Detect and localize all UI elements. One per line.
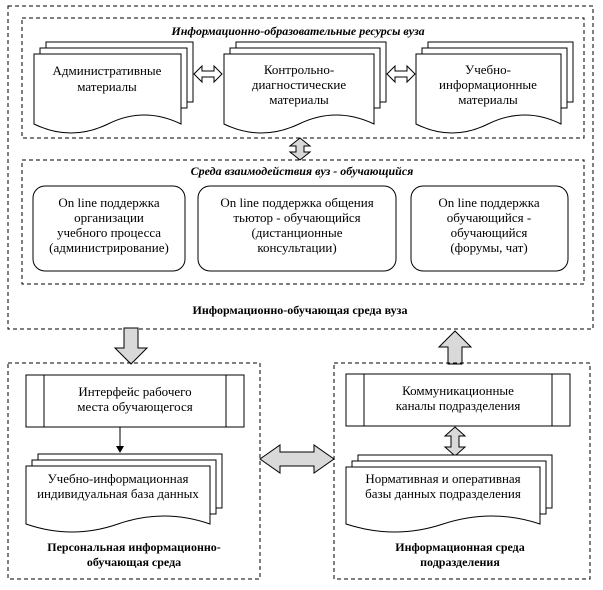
document-diagnostic-line-1: Контрольно- xyxy=(264,62,334,77)
department-database-document[interactable]: Нормативная и оперативная базы данных по… xyxy=(345,454,553,533)
university-environment-border xyxy=(7,5,594,330)
arrow-down-to-personal xyxy=(113,327,149,365)
box-peer-support-line-1: On line поддержка xyxy=(438,195,540,210)
box-tutor-support[interactable]: On line поддержка общения тьютор - обуча… xyxy=(197,185,397,272)
box-admin-support[interactable]: On line поддержка организации учебного п… xyxy=(32,185,186,272)
document-administrative[interactable]: Административные материалы xyxy=(33,41,194,134)
document-educational-line-1: Учебно- xyxy=(465,62,511,77)
personal-database-line-1: Учебно-информационная xyxy=(47,471,188,486)
resources-border xyxy=(21,17,585,139)
box-peer-support-line-2: обучающийся - xyxy=(447,210,531,225)
document-educational[interactable]: Учебно- информационные материалы xyxy=(415,41,574,134)
interaction-region: Среда взаимодействия вуз - обучающийся O… xyxy=(21,159,585,285)
double-arrow-personal-department xyxy=(259,444,335,474)
double-arrow-docs-1-2 xyxy=(193,64,223,84)
box-peer-support-line-3: обучающийся xyxy=(451,225,528,240)
personal-database-document[interactable]: Учебно-информационная индивидуальная баз… xyxy=(25,453,223,533)
box-peer-support-line-4: (форумы, чат) xyxy=(450,240,527,255)
box-tutor-support-line-4: консультации) xyxy=(257,240,336,255)
box-tutor-support-line-1: On line поддержка общения xyxy=(220,195,373,210)
department-database-line-1: Нормативная и оперативная xyxy=(365,471,520,486)
university-learning-environment: Информационно-обучающая среда вуза xyxy=(7,5,594,330)
document-diagnostic-line-3: материалы xyxy=(269,92,329,107)
double-arrow-docs-2-3 xyxy=(386,64,416,84)
document-educational-line-3: материалы xyxy=(458,92,518,107)
workplace-interface-line-1: Интерфейс рабочего xyxy=(78,384,191,399)
box-admin-support-line-1: On line поддержка xyxy=(58,195,160,210)
box-admin-support-line-4: (администрирование) xyxy=(49,240,169,255)
box-peer-support[interactable]: On line поддержка обучающийся - обучающи… xyxy=(410,185,569,272)
department-environment-title-line-1: Информационная среда xyxy=(395,540,525,554)
box-admin-support-line-3: учебного процесса xyxy=(57,225,161,240)
educational-resources-region: Информационно-образовательные ресурсы ву… xyxy=(21,17,585,139)
personal-environment-title-line-1: Персональная информационно- xyxy=(47,540,221,554)
department-environment: Коммуникационные каналы подразделения Но… xyxy=(333,362,591,580)
university-environment-title: Информационно-обучающая среда вуза xyxy=(192,303,407,317)
document-administrative-line-2: материалы xyxy=(77,79,137,94)
document-diagnostic[interactable]: Контрольно- диагностические материалы xyxy=(223,41,387,134)
document-diagnostic-line-2: диагностические xyxy=(252,77,347,92)
department-environment-title-line-2: подразделения xyxy=(420,555,500,569)
box-tutor-support-line-2: тьютор - обучающийся xyxy=(233,210,360,225)
personal-environment-title-line-2: обучающая среда xyxy=(87,555,181,569)
workplace-interface-box[interactable]: Интерфейс рабочего места обучающегося xyxy=(25,374,245,428)
department-database-line-2: базы данных подразделения xyxy=(365,486,521,501)
arrow-up-to-university xyxy=(437,330,473,365)
personal-environment: Интерфейс рабочего места обучающегося Уч… xyxy=(7,362,261,580)
document-administrative-line-1: Административные xyxy=(53,63,162,78)
box-admin-support-line-2: организации xyxy=(74,210,144,225)
box-tutor-support-line-3: (дистанционные xyxy=(251,225,342,240)
resources-header: Информационно-образовательные ресурсы ву… xyxy=(170,24,424,38)
personal-database-line-2: индивидуальная база данных xyxy=(37,486,199,501)
communication-channels-box[interactable]: Коммуникационные каналы подразделения xyxy=(345,373,571,427)
department-environment-border xyxy=(333,362,591,580)
document-educational-line-2: информационные xyxy=(439,77,537,92)
double-arrow-channels-database xyxy=(443,426,467,457)
arrow-interface-to-database xyxy=(116,427,124,453)
communication-channels-line-1: Коммуникационные xyxy=(402,383,514,398)
interaction-header: Среда взаимодействия вуз - обучающийся xyxy=(191,164,414,178)
personal-environment-border xyxy=(7,362,261,580)
double-arrow-resources-interaction xyxy=(288,137,312,161)
interaction-border xyxy=(21,159,585,285)
communication-channels-line-2: каналы подразделения xyxy=(396,398,521,413)
workplace-interface-line-2: места обучающегося xyxy=(77,399,192,414)
